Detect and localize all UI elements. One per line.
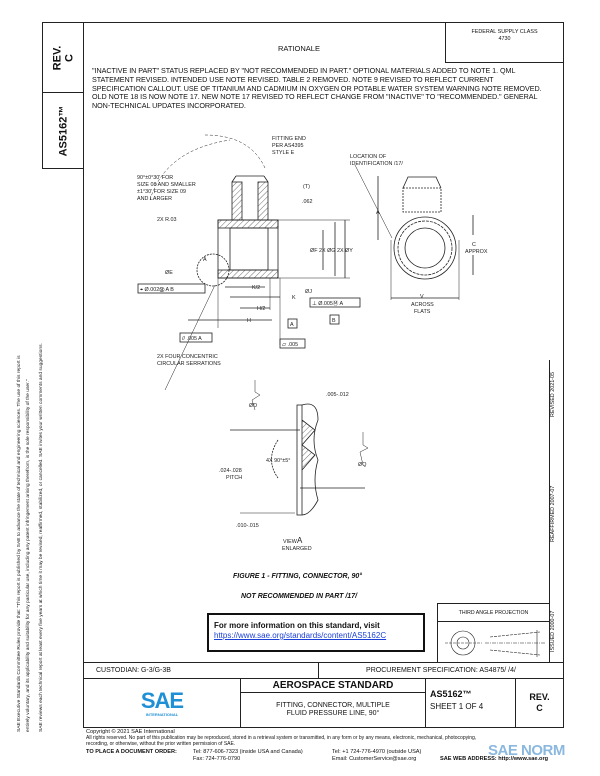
sheet: SHEET 1 OF 4 (430, 702, 484, 711)
label-dia-e: ØE (165, 270, 173, 276)
rev-label: REV. (529, 692, 550, 702)
sae-logo: SAE (140, 687, 184, 713)
info-text: For more information on this standard, v… (214, 621, 380, 630)
info-link[interactable]: https://www.sae.org/standards/content/AS… (214, 631, 387, 640)
fsc-label: FEDERAL SUPPLY CLASS (471, 29, 538, 35)
label-dia-stack: ØF 2X ØG 2X ØY (310, 248, 353, 254)
label-radius: 2X R.03 (157, 217, 176, 223)
fsc-value: 4730 (498, 36, 511, 42)
custodian: CUSTODIAN: G-3/G-3B (96, 667, 171, 674)
tel-intl: Tel: +1 724-776-4970 (outside USA) (332, 749, 422, 755)
fcf-flatness: ⏥ .005 (282, 342, 298, 348)
fcf-perpendicularity: ⊥ Ø.005Ⓜ A (312, 299, 343, 307)
procurement-cell: PROCUREMENT SPECIFICATION: AS4875/ /4/ (318, 662, 564, 679)
doc-number: AS5162™ (430, 689, 472, 699)
fitting-end-view (354, 164, 474, 300)
watermark: SAE NORM (488, 742, 565, 759)
revised-date: REVISED 2021-05 (550, 372, 556, 417)
fax: Fax: 724-776-0790 (193, 756, 241, 762)
label-c-approx: C (472, 242, 476, 248)
procurement-spec: PROCUREMENT SPECIFICATION: AS4875/ /4/ (366, 667, 516, 674)
reaffirmed-date: REAFFIRMED 2007-07 (550, 485, 556, 542)
web-address[interactable]: SAE WEB ADDRESS: http://www.sae.org (440, 756, 549, 762)
label-pitch: .024-.028 (219, 468, 242, 474)
category: AEROSPACE STANDARD (272, 680, 394, 691)
info-box: For more information on this standard, v… (207, 613, 425, 652)
title-line: FLUID PRESSURE LINE, 90° (286, 710, 380, 717)
history-strip-line (549, 360, 550, 663)
rev-cell: REV. C (515, 678, 564, 728)
rationale-title: RATIONALE (278, 44, 320, 53)
label-t: (T) (303, 184, 310, 190)
label-location-id: IDENTIFICATION /17/ (350, 161, 403, 167)
label-location-id: LOCATION OF (350, 154, 387, 160)
label-dim-bottom: .010-.015 (236, 523, 259, 529)
label-062: .062 (302, 199, 313, 205)
custodian-cell: CUSTODIAN: G-3/G-3B (83, 662, 319, 679)
label-serrations: CIRCULAR SERRATIONS (157, 361, 221, 367)
label-fitting-end: STYLE E (272, 150, 295, 156)
figure-caption: FIGURE 1 - FITTING, CONNECTOR, 90° (233, 573, 363, 580)
label-fitting-end: PER AS4395 (272, 143, 303, 149)
label-angle-note: 90°±0°30' FOR (137, 175, 173, 181)
rights: All rights reserved. No part of this pub… (86, 735, 477, 741)
fitting-section-view (137, 134, 361, 391)
rationale-text: "INACTIVE IN PART" STATUS REPLACED BY "N… (92, 66, 542, 111)
label-view: ENLARGED (282, 546, 312, 552)
label-a-dim: A (376, 210, 380, 216)
label-angle-note: AND LARGER (137, 196, 172, 202)
datum-a: A (290, 322, 294, 328)
label-serrations: 2X FOUR CONCENTRIC (157, 354, 218, 360)
label-angle-4x: 4X 90°±5° (266, 458, 290, 464)
logo-cell: SAE INTERNATIONAL (83, 678, 241, 728)
label-k-half: K/2 (252, 285, 260, 291)
label-k: K (292, 295, 296, 301)
fcf-position: ⌖ Ø.002Ⓜ A B (140, 287, 174, 293)
category-cell: AEROSPACE STANDARD (240, 678, 426, 693)
rev-value: C (536, 703, 543, 713)
title-cell: FITTING, CONNECTOR, MULTIPLE FLUID PRESS… (240, 692, 426, 728)
view-a-enlarged (230, 380, 369, 516)
label-view-a: A (203, 257, 207, 263)
label-dim-top: .005-.012 (326, 392, 349, 398)
history-strip: ISSUED 2000-07 REAFFIRMED 2007-07 REVISE… (550, 372, 560, 652)
label-fitting-end: FITTING END (272, 136, 306, 142)
label-view: VIEW (283, 539, 298, 545)
rights2: recording, or otherwise, without the pri… (86, 741, 236, 747)
sae-logo-sub: INTERNATIONAL (145, 711, 179, 717)
drawing-labels: FITTING END PER AS4395 STYLE E 90°±0°30'… (137, 136, 488, 552)
fsc-box: FEDERAL SUPPLY CLASS 4730 (445, 22, 564, 63)
issued-date: ISSUED 2000-07 (550, 610, 556, 652)
datum-b: B (332, 318, 336, 324)
label-dia-j: ØJ (305, 289, 312, 295)
third-angle-projection-symbol (445, 630, 545, 657)
label-pitch: PITCH (226, 475, 242, 481)
title-line: FITTING, CONNECTOR, MULTIPLE (276, 702, 390, 709)
label-c-approx: APPROX (465, 249, 488, 255)
label-h-half: H/2 (257, 306, 265, 312)
status-note: NOT RECOMMENDED IN PART /17/ (241, 593, 358, 600)
label-v-flats: V (420, 294, 424, 300)
label-view: A (297, 536, 303, 545)
email: Email: CustomerService@sae.org (332, 756, 417, 762)
label-v-flats: FLATS (414, 309, 431, 315)
fcf-parallelism: // .005 A (182, 336, 202, 342)
tel-us: Tel: 877-606-7323 (inside USA and Canada… (193, 749, 303, 755)
label-dia-d: ØD (249, 403, 257, 409)
copyright: Copyright © 2021 SAE International (86, 729, 175, 735)
label-angle-note: ±1°30' FOR SIZE 09 (137, 189, 186, 195)
doc-cell: AS5162™ SHEET 1 OF 4 (425, 678, 516, 728)
order-label: TO PLACE A DOCUMENT ORDER: (86, 749, 177, 755)
label-v-flats: ACROSS (411, 302, 434, 308)
label-h: H (247, 318, 251, 324)
label-dia-q: ØQ (358, 462, 366, 468)
projection-label: THIRD ANGLE PROJECTION (437, 603, 550, 622)
label-angle-note: SIZE 08 AND SMALLER (137, 182, 196, 188)
